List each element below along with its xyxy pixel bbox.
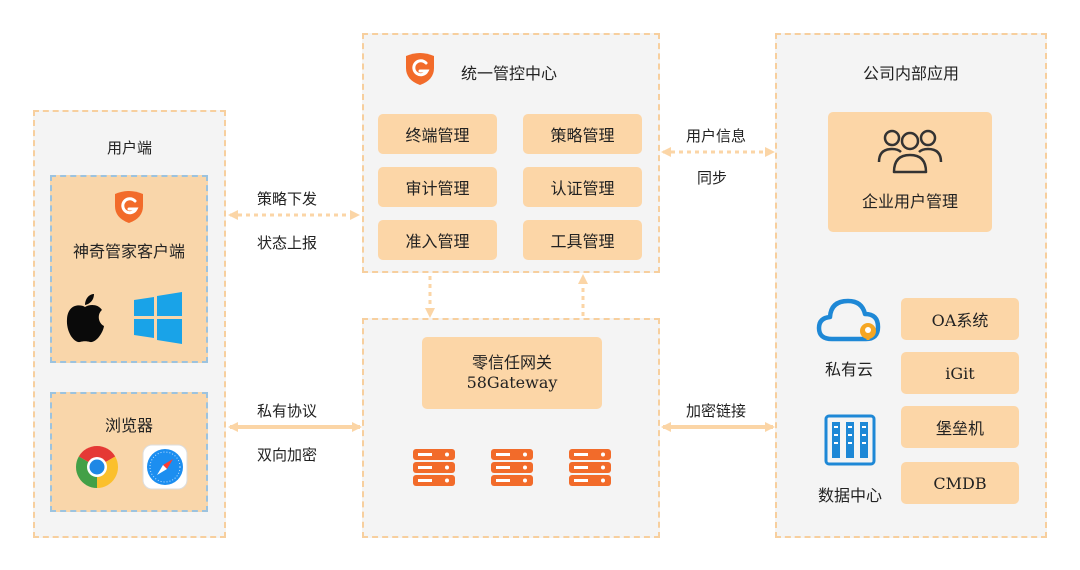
brand-shield-icon — [406, 53, 434, 85]
apple-icon — [66, 294, 104, 343]
sync-label: 同步 — [697, 169, 728, 187]
module-auth-mgmt: 认证管理 — [523, 167, 642, 207]
brand-shield-icon — [115, 191, 143, 223]
two-way-enc-label: 双向加密 — [257, 446, 318, 464]
module-tool-mgmt: 工具管理 — [523, 220, 642, 260]
private-protocol-label: 私有协议 — [257, 402, 318, 420]
private-cloud-label: 私有云 — [825, 360, 874, 379]
control-center-title: 统一管控中心 — [461, 64, 558, 83]
server-icon — [413, 449, 455, 486]
gateway-sub: 58Gateway — [466, 373, 558, 392]
server-icon — [491, 449, 533, 486]
data-center-label: 数据中心 — [818, 486, 883, 505]
chrome-icon — [75, 446, 119, 488]
gateway-name: 零信任网关 — [471, 353, 552, 372]
user-mgmt-label: 企业用户管理 — [861, 192, 958, 211]
internal-apps-title: 公司内部应用 — [862, 64, 959, 83]
policy-down-label: 策略下发 — [257, 190, 318, 208]
module-policy-mgmt: 策略管理 — [523, 114, 642, 154]
user-side-title: 用户端 — [106, 139, 152, 157]
app-igit: iGit — [901, 352, 1019, 394]
app-bastion: 堡垒机 — [901, 406, 1019, 448]
gateway-box: 零信任网关 58Gateway — [422, 337, 602, 409]
module-audit-mgmt: 审计管理 — [378, 167, 497, 207]
status-up-label: 状态上报 — [257, 234, 318, 252]
browser-title: 浏览器 — [104, 416, 153, 435]
safari-icon — [142, 444, 188, 490]
users-group-icon — [877, 129, 943, 174]
client-name: 神奇管家客户端 — [72, 242, 185, 261]
module-access-mgmt: 准入管理 — [378, 220, 497, 260]
module-terminal-mgmt: 终端管理 — [378, 114, 497, 154]
app-oa: OA系统 — [901, 298, 1019, 340]
data-center-icon — [824, 414, 876, 466]
app-cmdb: CMDB — [901, 462, 1019, 504]
private-cloud-icon — [816, 298, 881, 342]
user-info-label: 用户信息 — [686, 127, 747, 145]
server-icon — [569, 449, 611, 486]
enc-link-label: 加密链接 — [686, 402, 747, 420]
windows-icon — [134, 292, 182, 344]
